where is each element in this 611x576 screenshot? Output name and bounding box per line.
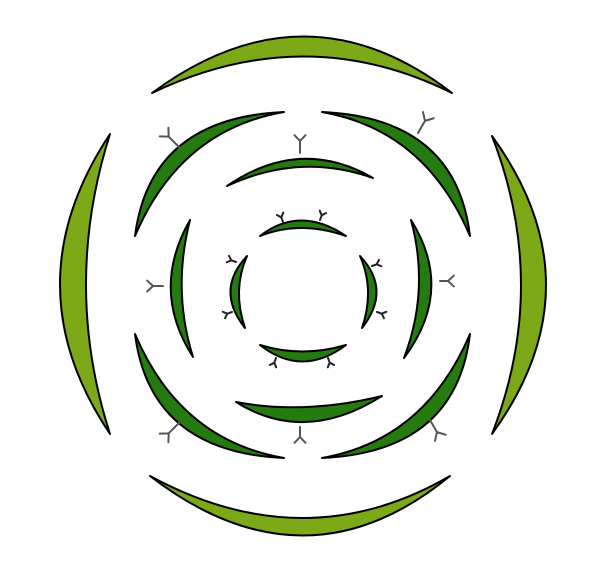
inner-leaf-top (226, 157, 374, 187)
antenna-innermost-t1 (275, 211, 285, 223)
antenna-middle-tl (158, 126, 181, 149)
antenna-innermost-b2 (326, 357, 336, 369)
antenna-inner-top (293, 134, 307, 154)
outer-leaf-top (151, 35, 453, 94)
antenna-inner-right (439, 274, 455, 288)
antenna-innermost-t2 (318, 209, 328, 221)
antenna-innermost-r2 (376, 310, 388, 320)
innermost-leaf-top (259, 219, 347, 237)
innermost-leaf-left (229, 255, 248, 329)
middle-leaf-bottom-right (321, 333, 471, 459)
inner-leaf-right (403, 219, 433, 359)
antenna-middle-bl (158, 421, 181, 444)
outer-leaf-left (59, 133, 111, 435)
inner-leaf-left (169, 219, 194, 358)
middle-leaf-bottom-left (134, 333, 285, 459)
antenna-middle-tr (417, 111, 435, 134)
antenna-inner-left (146, 279, 164, 293)
middle-leaf-top-left (134, 111, 285, 237)
antenna-middle-br (429, 419, 447, 442)
outer-leaf-right (491, 135, 547, 435)
inner-leaf-bottom (235, 395, 383, 424)
outer-leaf-bottom (149, 475, 451, 537)
antenna-innermost-l2 (221, 310, 233, 320)
middle-leaf-top-right (321, 111, 471, 237)
antenna-innermost-r1 (371, 258, 383, 268)
innermost-leaf-right (359, 255, 378, 329)
innermost-leaf-bottom (259, 344, 347, 363)
antenna-innermost-l1 (225, 254, 237, 264)
antenna-inner-bottom (293, 426, 307, 444)
antenna-innermost-b1 (268, 357, 278, 369)
